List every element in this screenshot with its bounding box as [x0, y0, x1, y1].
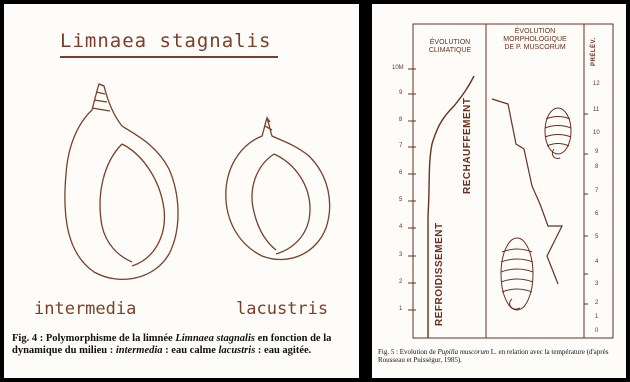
sample-tick-label: 1 — [595, 314, 598, 320]
sample-tick-label: 10 — [593, 130, 600, 136]
sample-tick-label: 12 — [593, 81, 600, 87]
depth-tick-label: 5 — [399, 197, 402, 203]
depth-tick-label: 1 — [399, 306, 402, 312]
sample-tick-label: 0 — [595, 328, 598, 334]
lacustris-label: lacustris — [236, 299, 328, 319]
morphology-line — [492, 99, 562, 284]
upper-pupilla-drawing — [545, 108, 571, 158]
depth-tick-label: 2 — [399, 279, 402, 285]
snail-drawings — [4, 4, 359, 378]
sample-tick-label: 6 — [595, 211, 598, 217]
sample-ticks — [584, 114, 588, 304]
figure-4-caption: Fig. 4 : Polymorphisme de la limnée Limn… — [12, 333, 354, 357]
figure-4-panel: Limnaea stagnalis intermedia lacustris F… — [4, 4, 359, 378]
depth-tick-label: 9 — [399, 90, 402, 96]
cooling-label: REFROIDISSEMENT — [434, 222, 445, 326]
lacustris-shell-drawing — [226, 118, 330, 260]
depth-tick-label: 3 — [399, 252, 402, 258]
depth-tick-label: 4 — [399, 224, 402, 230]
sample-tick-label: 4 — [595, 259, 598, 265]
sample-tick-label: 3 — [595, 281, 598, 287]
depth-ticks — [408, 69, 416, 310]
sample-tick-label: 11 — [593, 107, 599, 113]
sample-tick-label: 5 — [595, 234, 598, 240]
intermedia-shell-drawing — [65, 84, 178, 279]
sample-tick-label: 7 — [595, 188, 598, 194]
depth-tick-label: 6 — [399, 170, 402, 176]
sample-tick-label: 8 — [595, 164, 598, 170]
sample-tick-label: 9 — [595, 149, 598, 155]
figure-5-caption: Fig. 5 : Evolution de Pupilla muscorum L… — [378, 348, 622, 364]
depth-tick-label: 7 — [399, 143, 402, 149]
prelev-header: PRÉLÈV. — [591, 37, 597, 66]
intermedia-label: intermedia — [34, 299, 136, 319]
depth-tick-label: 8 — [399, 117, 402, 123]
sample-tick-label: 2 — [595, 300, 598, 306]
lower-pupilla-drawing — [501, 238, 533, 310]
depth-tick-label: 10M — [392, 65, 404, 71]
evolution-diagram — [372, 4, 626, 378]
warming-label: RECHAUFFEMENT — [462, 98, 473, 195]
